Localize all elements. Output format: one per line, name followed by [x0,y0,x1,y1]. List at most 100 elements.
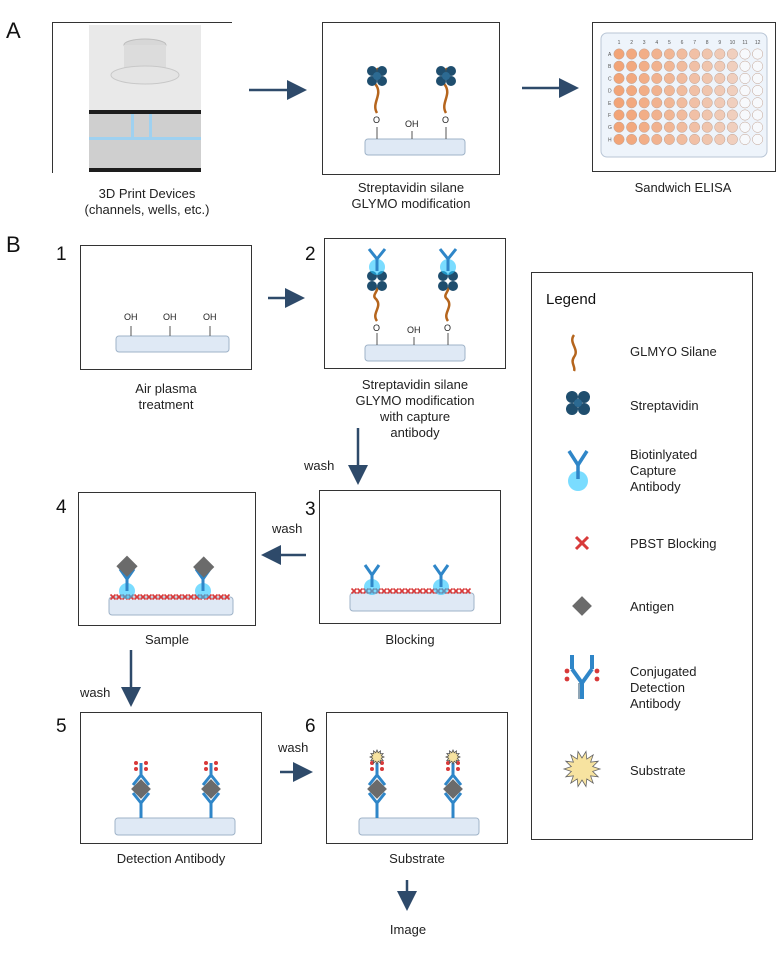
wash-label-3-4: wash [272,521,303,536]
surface-o-label: O [373,115,381,125]
plate-well [714,133,726,145]
caption-step-2: Streptavidin silane GLYMO modification w… [355,377,475,440]
legend-label-silane: GLMYO Silane [630,344,717,359]
plate-well [739,85,751,97]
plate-well [739,97,751,109]
plate-col-label: 2 [630,40,633,46]
detection-antibody-icon [564,655,600,699]
plate-well [739,133,751,145]
oh-label: OH [163,312,177,322]
plate-well [676,85,688,97]
plate-well [689,109,701,121]
plate-well [613,48,625,60]
plate-col-label: 6 [681,40,684,46]
blocking-x-icon [404,587,412,595]
plate-well [613,72,625,84]
blocking-x-icon [205,593,213,601]
plate-well [626,60,638,72]
blocking-x-icon [392,587,400,595]
oh-label: OH [124,312,138,322]
antigen-icon [572,596,592,616]
plate-well [714,85,726,97]
legend-label-antigen: Antigen [630,599,675,614]
blocking-x-icon [416,587,424,595]
plate-col-label: 5 [668,40,671,46]
plate-well [676,48,688,60]
caption-print-devices: 3D Print Devices (channels, wells, etc.) [84,186,210,217]
plate-row-label: B [608,64,612,70]
blocking-x-icon [181,593,189,601]
blocking-x-icon [398,587,406,595]
blocking-x-icon [446,587,454,595]
plate-row-label: E [608,101,612,107]
plate-well [752,72,764,84]
plate-well [651,97,663,109]
plate-col-label: 9 [718,40,721,46]
legend-label-capture-antibody: Biotinlyated Capture Antibody [630,447,698,494]
capture-antibody-icon [432,564,450,595]
panel-a-modification-svg [364,66,466,156]
step-1-box: OH OH OH [80,245,252,370]
plate-well [663,97,675,109]
plate-col-label: 7 [693,40,696,46]
surface-oh-label: OH [405,119,419,129]
blocking-x-icon [187,593,195,601]
plate-well [626,48,638,60]
plate-well [638,121,650,133]
plate-well [613,85,625,97]
plate-well [663,121,675,133]
plate-well [613,121,625,133]
blocking-x-icon [217,593,225,601]
plate-row-label: H [608,137,612,143]
plate-well [638,133,650,145]
plate-well [752,85,764,97]
plate-col-label: 1 [618,40,621,46]
plate-row-label: D [608,89,612,95]
plate-col-label: 4 [655,40,658,46]
plate-well [651,48,663,60]
plate-well [638,97,650,109]
plate-well [739,72,751,84]
blocking-x-icon [452,587,460,595]
plate-col-label: 11 [742,40,747,46]
plate-well [626,72,638,84]
step-number-1: 1 [56,244,67,265]
plate-well [676,72,688,84]
step-5-svg [114,761,236,836]
blocking-x-icon [175,593,183,601]
legend-label-blocking: PBST Blocking [630,536,717,551]
blocking-x-icon [169,593,177,601]
wash-label-4-5: wash [80,685,111,700]
step-3-box [319,490,501,624]
plate-well [663,109,675,121]
plate-well [676,60,688,72]
plate-well [638,85,650,97]
blocking-x-icon [211,593,219,601]
legend-title: Legend [546,291,597,308]
plate-well [739,48,751,60]
surface-o-label: O [442,115,450,125]
step-number-5: 5 [56,716,67,737]
plate-well [726,48,738,60]
oh-label: OH [203,312,217,322]
plate-well [663,60,675,72]
substrate-icon [445,749,461,765]
silane-icon [571,334,577,372]
plate-well [714,109,726,121]
plate-well [739,60,751,72]
blocking-x-icon [574,535,590,551]
legend-icons [562,334,602,788]
plate-well [651,109,663,121]
plate-well [752,60,764,72]
plate-well [714,60,726,72]
plate-well [701,133,713,145]
plate-well [651,133,663,145]
plate-well [689,97,701,109]
plate-well [626,85,638,97]
plate-well [726,60,738,72]
step-2-svg [364,248,466,362]
blocking-x-icon [133,593,141,601]
legend-label-substrate: Substrate [630,763,686,778]
caption-step-1: Air plasma treatment [135,381,197,412]
